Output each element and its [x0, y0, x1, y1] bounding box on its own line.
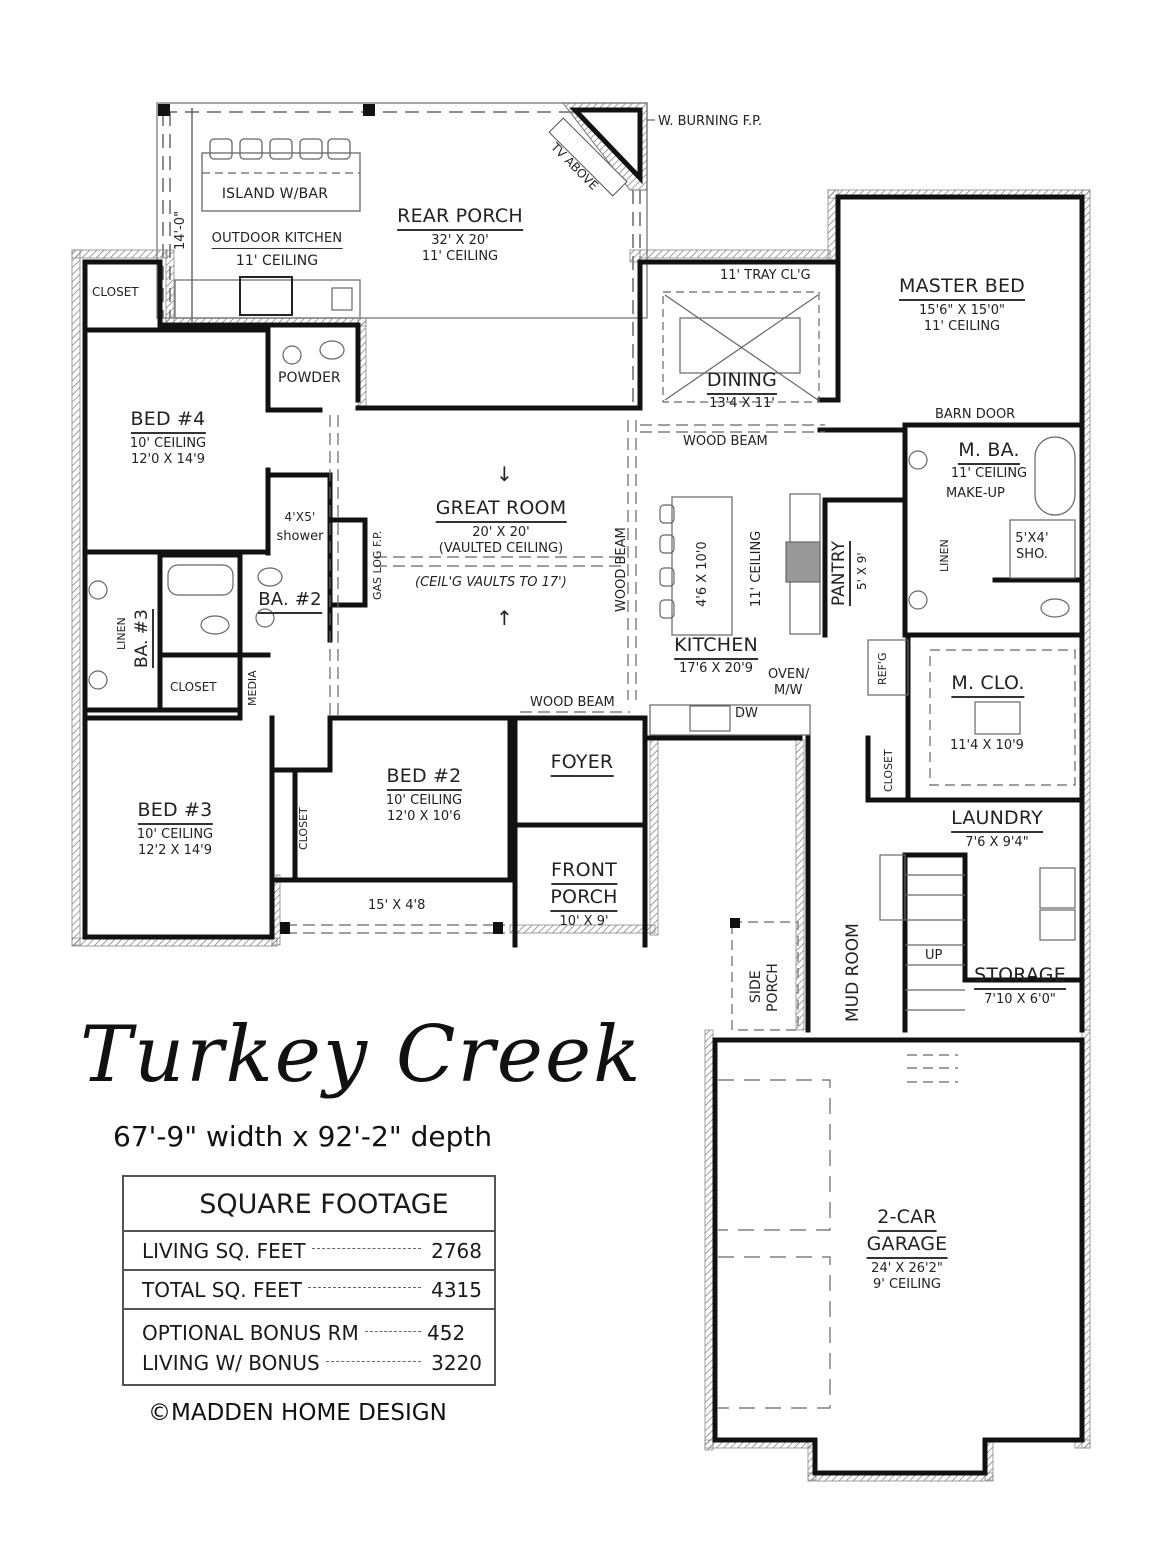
deck-column [280, 922, 290, 934]
bed4-label: BED #4 10' CEILING 12'0 X 14'9 [129, 408, 207, 467]
powder-label: POWDER [278, 370, 341, 386]
sqft-row: LIVING W/ BONUS 3220 [124, 1348, 494, 1378]
wood-beam-label-top: WOOD BEAM [683, 434, 768, 449]
storage-label: STORAGE 7'10 X 6'0" [974, 964, 1066, 1007]
porch-column [363, 104, 375, 116]
ba2-label: BA. #2 [258, 589, 322, 614]
master-linen-label: LINEN [938, 539, 951, 572]
arrow-down-icon: ↓ [496, 462, 513, 486]
mud-room-label: MUD ROOM [843, 923, 863, 1022]
side-porch-label: SIDE [748, 970, 764, 1003]
copyright-notice: ©MADDEN HOME DESIGN [148, 1400, 447, 1426]
media-label: MEDIA [246, 670, 259, 706]
garage-label: 2-CAR GARAGE 24' X 26'2" 9' CEILING [866, 1206, 948, 1292]
sqft-row: OPTIONAL BONUS RM 452 [124, 1318, 494, 1348]
sqft-label: TOTAL SQ. FEET [142, 1277, 302, 1302]
master-bath-label: M. BA. 11' CEILING [950, 439, 1028, 481]
outdoor-fireplace-icon [548, 102, 648, 197]
sqft-value: 3220 [431, 1351, 482, 1375]
dash-leader [311, 1248, 421, 1249]
ba3-label: BA. #3 [132, 609, 154, 668]
ba3-linen-label: LINEN [115, 617, 128, 650]
closet-bed3-label: CLOSET [170, 680, 217, 694]
dishwasher-label: DW [735, 706, 758, 721]
master-bed-label: MASTER BED 15'6" X 15'0" 11' CEILING [899, 275, 1025, 334]
arrow-up-icon: ↑ [496, 606, 513, 630]
porch-depth-dimension: 14'-0" [173, 210, 188, 250]
sqft-value: 2768 [431, 1238, 482, 1263]
foyer-label: FOYER [550, 751, 614, 777]
makeup-label: MAKE-UP [946, 486, 1005, 501]
pantry-size: 5' X 9' [855, 552, 869, 590]
gas-log-fp-label: GAS LOG F.P. [371, 530, 384, 600]
master-shower-label: 5'X4' SHO. [1015, 531, 1049, 562]
square-footage-title: SQUARE FOOTAGE [124, 1177, 494, 1232]
dash-leader [307, 1287, 421, 1288]
sqft-value: 4315 [431, 1277, 482, 1302]
rear-porch-label: REAR PORCH 32' X 20' 11' CEILING [397, 205, 523, 264]
stairs-up-label: UP [925, 948, 943, 963]
wood-burning-fp-label: W. BURNING F.P. [658, 114, 763, 129]
closet-bed4-label: CLOSET [92, 285, 139, 299]
kitchen-ceiling-label: 11' CEILING [749, 530, 764, 607]
kitchen-label: KITCHEN 17'6 X 20'9 [674, 634, 758, 676]
sqft-value: 452 [427, 1321, 466, 1345]
side-porch-label-2: PORCH [765, 963, 781, 1012]
walls [82, 194, 1085, 1476]
plan-dimensions: 67'-9" width x 92'-2" depth [113, 1120, 493, 1153]
outdoor-kitchen-label: OUTDOOR KITCHEN 11' CEILING [211, 231, 343, 269]
side-porch-column [730, 918, 740, 928]
dash-leader [364, 1330, 421, 1332]
sqft-row: LIVING SQ. FEET 2768 [124, 1232, 494, 1271]
refrigerator-label: REF'G [876, 652, 889, 685]
laundry-label: LAUNDRY 7'6 X 9'4" [951, 807, 1043, 850]
sqft-bonus-group: OPTIONAL BONUS RM 452 LIVING W/ BONUS 32… [124, 1310, 494, 1384]
microwave-label: M/W [774, 683, 803, 698]
front-porch-label: FRONT PORCH 10' X 9' [550, 859, 618, 929]
shower-ba2-label: 4'X5' shower [276, 510, 324, 544]
deck-column [493, 922, 503, 934]
fixtures [88, 291, 1076, 1409]
great-room-label: GREAT ROOM 20' X 20' (VAULTED CEILING) [435, 497, 567, 556]
barn-door-label: BARN DOOR [935, 407, 1016, 422]
sqft-label: LIVING W/ BONUS [142, 1351, 320, 1375]
bed2-label: BED #2 10' CEILING 12'0 X 10'6 [385, 765, 463, 824]
sqft-label: LIVING SQ. FEET [142, 1238, 306, 1263]
kitchen-island-size: 4'6 X 10'0 [695, 541, 710, 607]
plan-title: Turkey Creek [80, 1010, 643, 1100]
island-bar-label: ISLAND W/BAR [221, 186, 329, 202]
closet-bed2-label: CLOSET [297, 807, 310, 850]
dash-leader [325, 1360, 421, 1362]
outdoor-kitchen-counter [174, 276, 361, 319]
tray-ceiling-note: 11' TRAY CL'G [720, 268, 811, 283]
dining-label: DINING 13'4 X 11' [706, 369, 778, 411]
sqft-label: OPTIONAL BONUS RM [142, 1321, 359, 1345]
sqft-row: TOTAL SQ. FEET 4315 [124, 1271, 494, 1310]
front-deck-size: 15' X 4'8 [368, 898, 426, 913]
wood-beam-label-bottom: WOOD BEAM [530, 695, 615, 710]
square-footage-table: SQUARE FOOTAGE LIVING SQ. FEET 2768 TOTA… [122, 1175, 496, 1386]
bed3-label: BED #3 10' CEILING 12'2 X 14'9 [136, 799, 214, 858]
island-bar-icon [201, 138, 361, 212]
master-closet-label: M. CLO. [951, 672, 1025, 698]
master-closet-size: 11'4 X 10'9 [950, 738, 1024, 753]
vault-note: (CEIL'G VAULTS TO 17') [415, 575, 567, 590]
porch-column [158, 104, 170, 116]
wood-beam-label-vert: WOOD BEAM [614, 527, 629, 612]
pantry-label: PANTRY [829, 540, 851, 606]
closet-mud-label: CLOSET [882, 749, 895, 792]
oven-label: OVEN/ [768, 667, 810, 682]
